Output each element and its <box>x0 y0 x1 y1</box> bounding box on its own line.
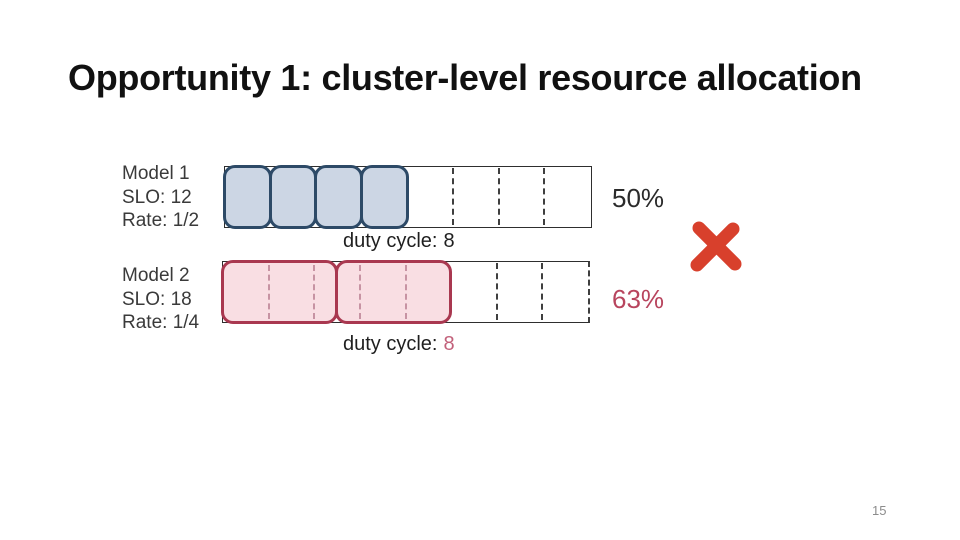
slide-title: Opportunity 1: cluster-level resource al… <box>68 57 862 98</box>
allocation-segment <box>223 165 272 229</box>
allocation-segment <box>335 260 453 324</box>
duty-cycle-value: 8 <box>443 333 455 355</box>
duty-cycle-text: duty cycle: <box>343 230 438 252</box>
cell-separator-inside-segment <box>358 265 361 319</box>
duty-cycle-text: duty cycle: <box>343 333 438 355</box>
duty-cycle-model1: duty cycle:8 <box>343 230 455 253</box>
model2-rate: Rate: 1/4 <box>122 312 200 333</box>
model2-name: Model 2 <box>122 265 190 286</box>
model2-slo: SLO: 18 <box>122 288 192 310</box>
page-number: 15 <box>872 503 887 518</box>
allocation-segment <box>221 260 339 324</box>
cell-separator-inside-segment <box>313 265 316 319</box>
model1-info-block: Model 1 SLO: 12 Rate: 1/2 <box>122 162 199 233</box>
duty-cycle-model2: duty cycle:8 <box>343 333 455 356</box>
model1-slo: SLO: 12 <box>122 186 192 208</box>
cell-separator <box>541 263 544 320</box>
allocation-segment <box>268 165 318 229</box>
allocation-bar-model1 <box>223 165 592 229</box>
model1-name: Model 1 <box>122 163 190 184</box>
utilization-model2: 63% <box>612 284 665 314</box>
cell-separator <box>543 168 546 225</box>
allocation-segment <box>314 165 363 229</box>
cell-separator-inside-segment <box>404 265 407 319</box>
model1-rate: Rate: 1/2 <box>122 210 200 231</box>
utilization-model1: 50% <box>612 183 665 213</box>
cross-mark-icon <box>690 221 742 272</box>
cell-separator-inside-segment <box>267 265 270 319</box>
cell-separator <box>497 168 500 225</box>
allocation-segment <box>359 165 409 229</box>
model2-info-block: Model 2 SLO: 18 Rate: 1/4 <box>122 264 199 335</box>
cell-separator <box>495 263 498 320</box>
cell-separator <box>452 168 455 225</box>
duty-cycle-value: 8 <box>443 230 455 252</box>
allocation-bar-model2 <box>221 260 590 324</box>
